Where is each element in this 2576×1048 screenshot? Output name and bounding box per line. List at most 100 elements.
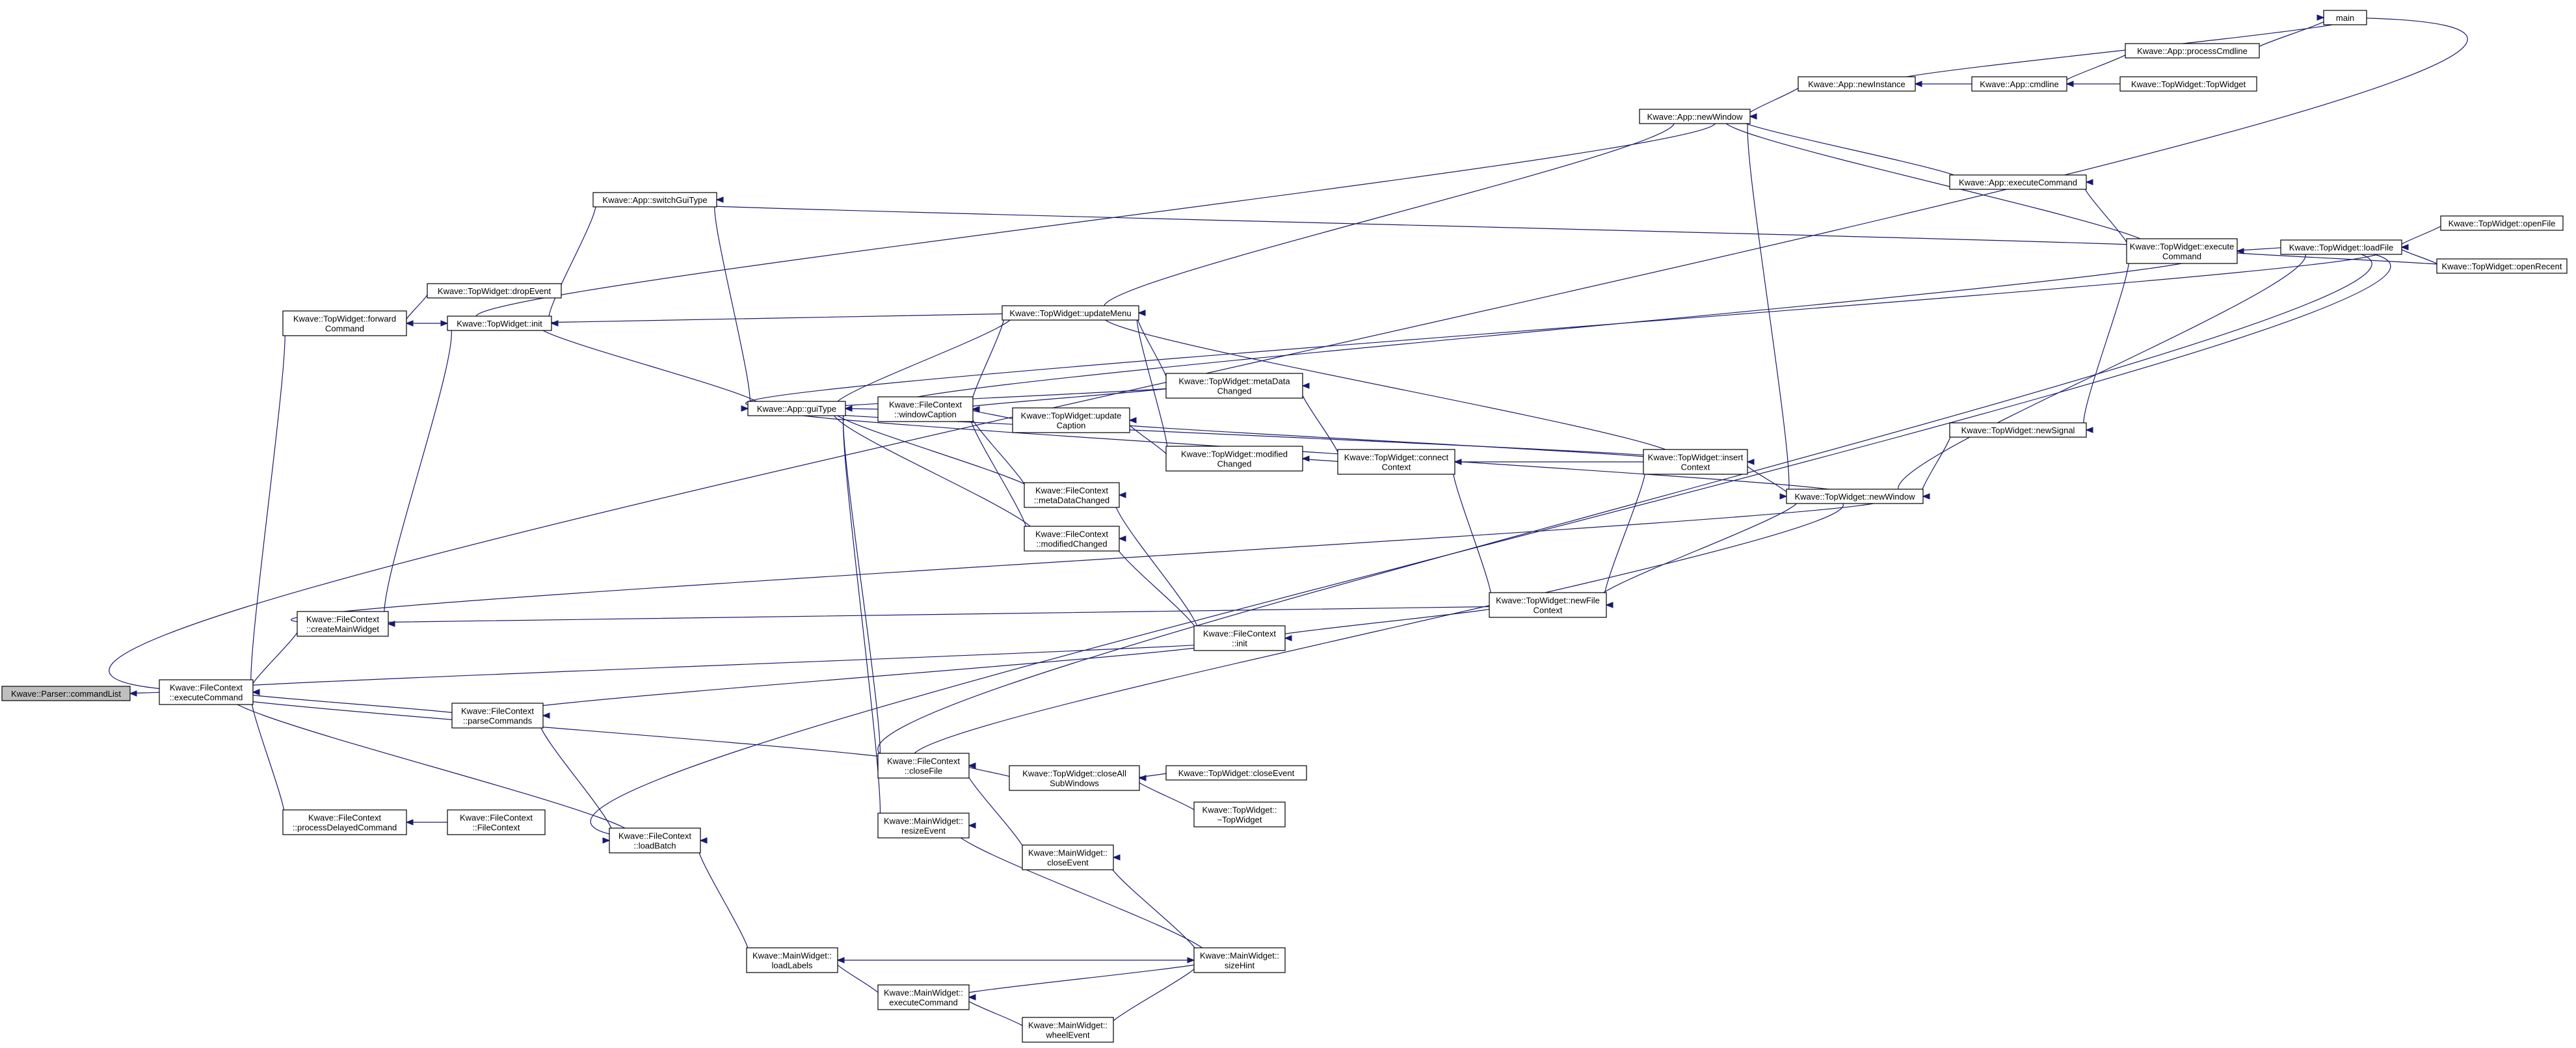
node-label: closeEvent xyxy=(1047,858,1089,868)
arrowhead xyxy=(2065,81,2074,87)
node-tw-metaDataChanged[interactable]: Kwave::TopWidget::metaDataChanged xyxy=(1165,373,1303,399)
nodes-layer: Kwave::Parser::commandListKwave::FileCon… xyxy=(1,10,2568,1043)
node-label: Changed xyxy=(1217,459,1252,469)
arrowhead xyxy=(602,837,611,844)
node-app-newInstance[interactable]: Kwave::App::newInstance xyxy=(1798,76,1916,92)
edge-mw-sizeHint-to-mw-executeCommand xyxy=(953,960,1210,998)
edge-app-newWindow-to-tw-newWindow xyxy=(1747,116,1790,497)
node-fc-loadBatch[interactable]: Kwave::FileContext::loadBatch xyxy=(609,827,701,853)
node-tw-dropEvent[interactable]: Kwave::TopWidget::dropEvent xyxy=(427,283,562,299)
node-label: Context xyxy=(1681,463,1710,472)
edge-app-switchGuiType-to-tw-init xyxy=(548,199,597,324)
node-box xyxy=(447,316,552,331)
node-mw-executeCommand[interactable]: Kwave::MainWidget::executeCommand xyxy=(877,984,970,1010)
node-fc-metaDataChanged[interactable]: Kwave::FileContext::metaDataChanged xyxy=(1024,482,1120,508)
node-app-newWindow[interactable]: Kwave::App::newWindow xyxy=(1639,109,1751,124)
node-box xyxy=(1643,449,1748,475)
node-label: Kwave::TopWidget::update xyxy=(1021,411,1122,421)
node-app-cmdline[interactable]: Kwave::App::cmdline xyxy=(1971,76,2067,92)
node-tw-openRecent[interactable]: Kwave::TopWidget::openRecent xyxy=(2436,258,2568,274)
node-label: ~TopWidget xyxy=(1217,815,1262,825)
arrowhead xyxy=(1118,492,1126,498)
node-mw-loadLabels[interactable]: Kwave::MainWidget::loadLabels xyxy=(746,947,838,973)
node-label: Kwave::MainWidget:: xyxy=(1200,951,1279,961)
arrowhead xyxy=(550,320,559,327)
node-commandList[interactable]: Kwave::Parser::commandList xyxy=(1,686,131,701)
node-fc-modifiedChanged[interactable]: Kwave::FileContext::modifiedChanged xyxy=(1024,526,1120,552)
node-box xyxy=(1009,765,1140,791)
arrowhead xyxy=(1187,957,1195,963)
edge-tw-modifiedChanged-to-tw-updateMenu xyxy=(1136,312,1169,459)
arrowhead xyxy=(968,822,976,829)
arrowhead xyxy=(1746,459,1755,465)
node-fc-windowCaption[interactable]: Kwave::FileContext::windowCaption xyxy=(877,396,974,422)
node-tw-loadFile[interactable]: Kwave::TopWidget::loadFile xyxy=(2280,239,2402,255)
node-box xyxy=(1012,407,1130,433)
node-tw-closeEvent[interactable]: Kwave::TopWidget::closeEvent xyxy=(1165,765,1307,781)
node-app-switchGuiType[interactable]: Kwave::App::switchGuiType xyxy=(592,192,717,208)
node-box xyxy=(1798,76,1916,92)
node-label: Kwave::TopWidget::updateMenu xyxy=(1009,308,1131,318)
edge-tw-insertContext-to-tw-newFileContext xyxy=(1603,461,1647,606)
edge-fc-parseCommands-to-fc-loadBatch xyxy=(538,715,615,841)
node-label: Kwave::TopWidget::connect xyxy=(1344,453,1449,463)
node-label: Context xyxy=(1382,463,1411,472)
edge-mw-resizeEvent-to-app-guiType xyxy=(842,408,881,826)
node-fc-createMainWidget[interactable]: Kwave::FileContext::createMainWidget xyxy=(297,611,389,637)
node-box xyxy=(1949,422,2087,438)
arrowhead xyxy=(1301,383,1310,389)
arrowhead xyxy=(387,621,395,627)
node-app-processCmdline[interactable]: Kwave::App::processCmdline xyxy=(2125,43,2260,59)
node-box xyxy=(451,703,544,729)
node-box xyxy=(1193,947,1286,973)
node-tw-newSignal[interactable]: Kwave::TopWidget::newSignal xyxy=(1949,422,2087,438)
node-box xyxy=(1024,526,1120,552)
node-box xyxy=(2323,10,2367,25)
node-main[interactable]: main xyxy=(2323,10,2367,25)
node-tw-newWindow[interactable]: Kwave::TopWidget::newWindow xyxy=(1786,489,1924,504)
node-fc-parseCommands[interactable]: Kwave::FileContext::parseCommands xyxy=(451,703,544,729)
node-tw-openFile[interactable]: Kwave::TopWidget::openFile xyxy=(2440,215,2564,231)
node-mw-sizeHint[interactable]: Kwave::MainWidget::sizeHint xyxy=(1193,947,1286,973)
node-tw-ctor[interactable]: Kwave::TopWidget::TopWidget xyxy=(2119,76,2257,92)
node-tw-init[interactable]: Kwave::TopWidget::init xyxy=(447,316,552,331)
node-fc-executeCommand[interactable]: Kwave::FileContext::executeCommand xyxy=(159,679,254,705)
node-label: Command xyxy=(325,324,364,334)
node-mw-resizeEvent[interactable]: Kwave::MainWidget::resizeEvent xyxy=(877,813,970,839)
node-label: Changed xyxy=(1217,386,1252,396)
edge-tw-updateMenu-to-tw-init xyxy=(520,312,1034,324)
node-label: Kwave::App::guiType xyxy=(757,404,836,414)
node-tw-modifiedChanged[interactable]: Kwave::TopWidget::modifiedChanged xyxy=(1165,446,1303,472)
node-fc-processDelayedCommand[interactable]: Kwave::FileContext::processDelayedComman… xyxy=(282,809,407,835)
node-label: Kwave::FileContext xyxy=(306,615,379,625)
node-mw-wheelEvent[interactable]: Kwave::MainWidget::wheelEvent xyxy=(1022,1017,1114,1043)
arrowhead xyxy=(542,712,550,719)
edge-tw-metaDataChanged-to-tw-updateMenu xyxy=(1136,312,1169,386)
node-tw-executeCommand[interactable]: Kwave::TopWidget::executeCommand xyxy=(2126,238,2238,264)
node-mw-closeEvent[interactable]: Kwave::MainWidget::closeEvent xyxy=(1022,844,1114,870)
node-label: Kwave::App::newInstance xyxy=(1808,79,1905,89)
node-fc-init[interactable]: Kwave::FileContext::init xyxy=(1193,625,1286,651)
node-box xyxy=(877,396,974,422)
node-label: Kwave::TopWidget::dropEvent xyxy=(438,286,551,296)
node-fc-ctor[interactable]: Kwave::FileContext::FileContext xyxy=(447,809,546,835)
node-tw-dtor[interactable]: Kwave::TopWidget::~TopWidget xyxy=(1193,801,1286,827)
arrowhead xyxy=(2085,427,2093,433)
node-fc-closeFile[interactable]: Kwave::FileContext::closeFile xyxy=(877,753,970,779)
node-label: Kwave::TopWidget::closeEvent xyxy=(1178,768,1295,778)
arrowhead xyxy=(405,320,414,327)
edge-tw-forwardCommand-to-fc-executeCommand xyxy=(250,323,285,693)
node-app-executeCommand[interactable]: Kwave::App::executeCommand xyxy=(1949,174,2087,190)
node-app-guiType[interactable]: Kwave::App::guiType xyxy=(747,401,846,416)
node-tw-updateMenu[interactable]: Kwave::TopWidget::updateMenu xyxy=(1002,305,1139,321)
node-box xyxy=(2436,258,2568,274)
edge-tw-newFileContext-to-tw-connectContext xyxy=(1452,461,1493,606)
node-label: Command xyxy=(2162,252,2201,262)
